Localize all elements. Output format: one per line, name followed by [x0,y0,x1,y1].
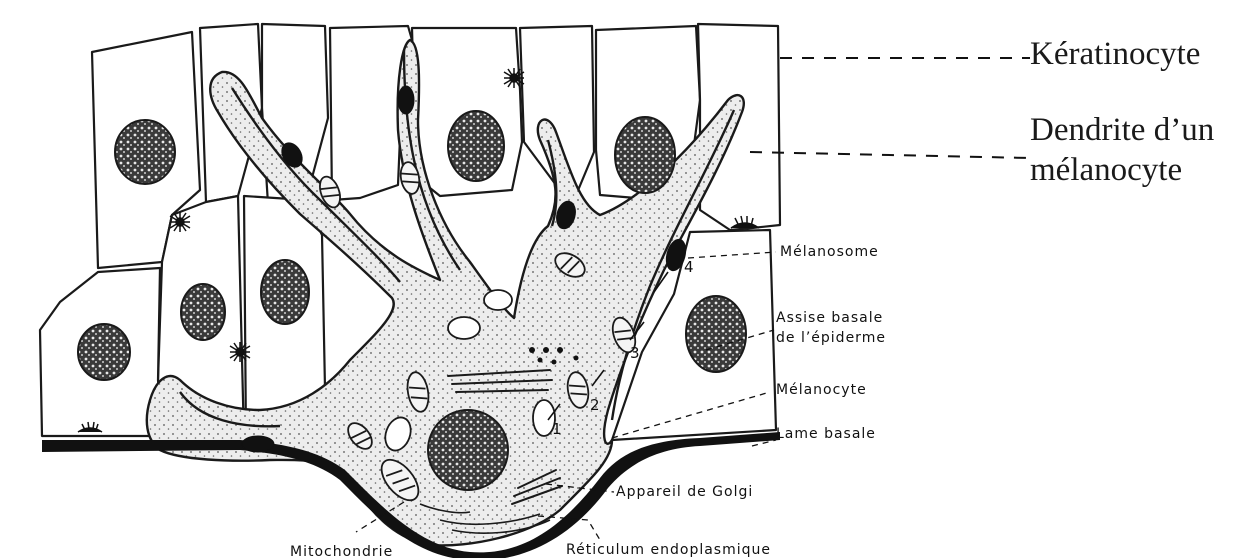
label-mitochondrie: Mitochondrie [290,544,393,558]
step-2: 2 [590,396,600,414]
label-golgi: Appareil de Golgi [616,484,753,500]
label-melanosome: Mélanosome [780,244,879,260]
melanosome [242,436,274,452]
melanocyte-nucleus [428,410,508,490]
nucleus [261,260,309,324]
label-dendrite-line2: mélanocyte [1030,152,1182,188]
label-assise-line1: Assise basale [776,310,883,326]
step-4: 4 [684,258,694,276]
label-keratinocyte: Kératinocyte [1030,36,1200,72]
melanosome [398,86,414,114]
step-1: 1 [552,420,562,438]
step-3: 3 [630,344,640,362]
label-reticulum: Réticulum endoplasmique [566,542,771,558]
nucleus [615,117,675,193]
nucleus [448,111,504,181]
label-dendrite-line1: Dendrite d’un [1030,112,1214,148]
nucleus [78,324,130,380]
nucleus [686,296,746,372]
label-lame-basale: Lame basale [776,426,876,442]
label-assise-line2: de l’épiderme [776,330,886,346]
label-melanocyte: Mélanocyte [776,382,867,398]
nucleus [115,120,175,184]
nucleus [181,284,225,340]
leader-lines [750,58,1030,158]
